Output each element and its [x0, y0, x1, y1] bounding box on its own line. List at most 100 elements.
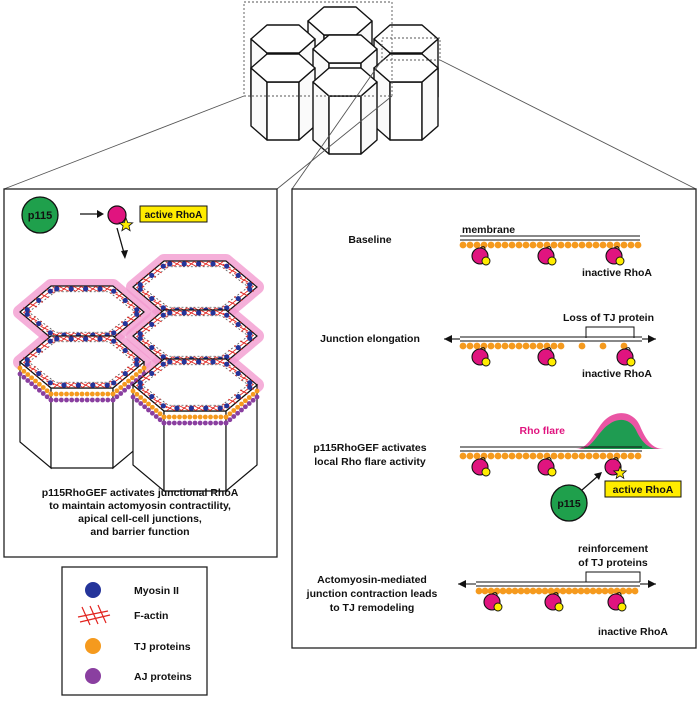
f-actin [116, 325, 123, 332]
tj-protein [607, 587, 615, 595]
tj-protein [459, 342, 467, 350]
tj-protein [44, 388, 50, 394]
aj-protein [213, 420, 219, 426]
aj-protein [79, 397, 85, 403]
tj-protein [114, 388, 120, 394]
aj-protein [218, 420, 224, 426]
cell-front-left-side [266, 81, 300, 141]
tj-protein [577, 587, 585, 595]
tj-protein [585, 452, 593, 460]
myosin-ii [210, 310, 216, 316]
aj-protein [74, 397, 80, 403]
row3-title-1: p115RhoGEF activates [313, 442, 426, 454]
f-actin [166, 405, 174, 411]
epithelial-cell-sheet [250, 6, 439, 155]
tj-protein [84, 391, 90, 397]
myosin-ii [47, 380, 53, 386]
tj-protein [481, 587, 489, 595]
gdp-dot-icon [547, 357, 557, 367]
tj-protein [627, 452, 635, 460]
tj-protein [182, 414, 188, 420]
f-actin [29, 366, 37, 372]
membrane-4 [458, 580, 656, 612]
row3-active-box [604, 480, 682, 498]
tj-protein [69, 391, 75, 397]
row3-p115-arrowhead [594, 472, 602, 480]
myosin-ii [137, 286, 143, 292]
f-actin [154, 300, 161, 307]
myosin-ii [24, 357, 30, 363]
f-actin [127, 366, 135, 372]
right-titles: Baseline Junction elongation p115RhoGEF … [306, 234, 438, 614]
aj-protein [202, 420, 208, 426]
tj-protein [501, 241, 509, 249]
aj-protein [197, 420, 203, 426]
tj-protein [142, 398, 148, 404]
tj-protein [213, 414, 219, 420]
row3-p115-circle [550, 484, 588, 522]
tj-protein [89, 391, 95, 397]
caption-line-2: to maintain actomyosin contractility, [49, 500, 231, 512]
tj-protein [522, 452, 530, 460]
aj-protein [171, 420, 177, 426]
f-actin [240, 291, 248, 297]
myosin-ii [235, 344, 241, 351]
tj-protein [153, 408, 159, 413]
f-actin [229, 316, 236, 323]
myosin-ii [196, 359, 202, 365]
tj-protein [631, 587, 639, 595]
tj-protein [25, 372, 31, 377]
f-actin [82, 382, 89, 388]
aj-dot-icon [85, 668, 101, 684]
myosin-ii [181, 359, 187, 365]
tj-protein [459, 241, 467, 249]
tj-protein [161, 414, 167, 420]
aj-protein [33, 384, 38, 390]
f-actin [89, 336, 97, 342]
myosin-ii [217, 405, 223, 411]
cell-front-right-top [373, 53, 439, 83]
f-actin [96, 382, 104, 388]
f-actin [75, 336, 82, 342]
aj-protein [122, 387, 128, 393]
aj-protein [250, 397, 256, 403]
f-actin [202, 261, 210, 267]
zoom-indicators [3, 1, 697, 190]
tj-protein [515, 452, 523, 460]
gdp-dot-icon [554, 602, 564, 612]
cell-mid-left-top [250, 24, 316, 54]
myosin-ii [196, 310, 202, 316]
myosin-ii [134, 311, 140, 317]
aj-protein [40, 391, 46, 396]
p115-arrowhead [97, 210, 104, 218]
myosin-ii [160, 263, 166, 269]
tj-protein [547, 587, 555, 595]
f-actin [173, 359, 181, 365]
aj-protein [21, 374, 27, 380]
aj-protein [192, 420, 198, 426]
tj-protein [138, 395, 144, 400]
cell-back-top [307, 6, 373, 36]
tj-protein [595, 587, 603, 595]
f-actin [60, 336, 68, 342]
aj-protein [231, 414, 237, 419]
legend-box [61, 566, 208, 696]
tj-protein [254, 388, 260, 394]
aj-protein [44, 394, 50, 400]
tj-protein [218, 414, 224, 420]
tj-protein [134, 391, 140, 397]
tj-protein [620, 452, 628, 460]
myosin-ii [224, 361, 230, 367]
tj-protein [146, 401, 151, 407]
tj-protein [508, 342, 516, 350]
tj-protein [627, 241, 635, 249]
myosin-ii [68, 336, 74, 342]
myosin-ii [181, 261, 187, 267]
myosin-ii [160, 305, 166, 311]
tj-protein [487, 241, 495, 249]
row2-bracket-label: Loss of TJ protein [563, 312, 654, 324]
tj-protein [592, 452, 600, 460]
aj-protein [146, 407, 151, 413]
tj-protein [171, 414, 177, 420]
p115-label: p115 [28, 210, 52, 222]
